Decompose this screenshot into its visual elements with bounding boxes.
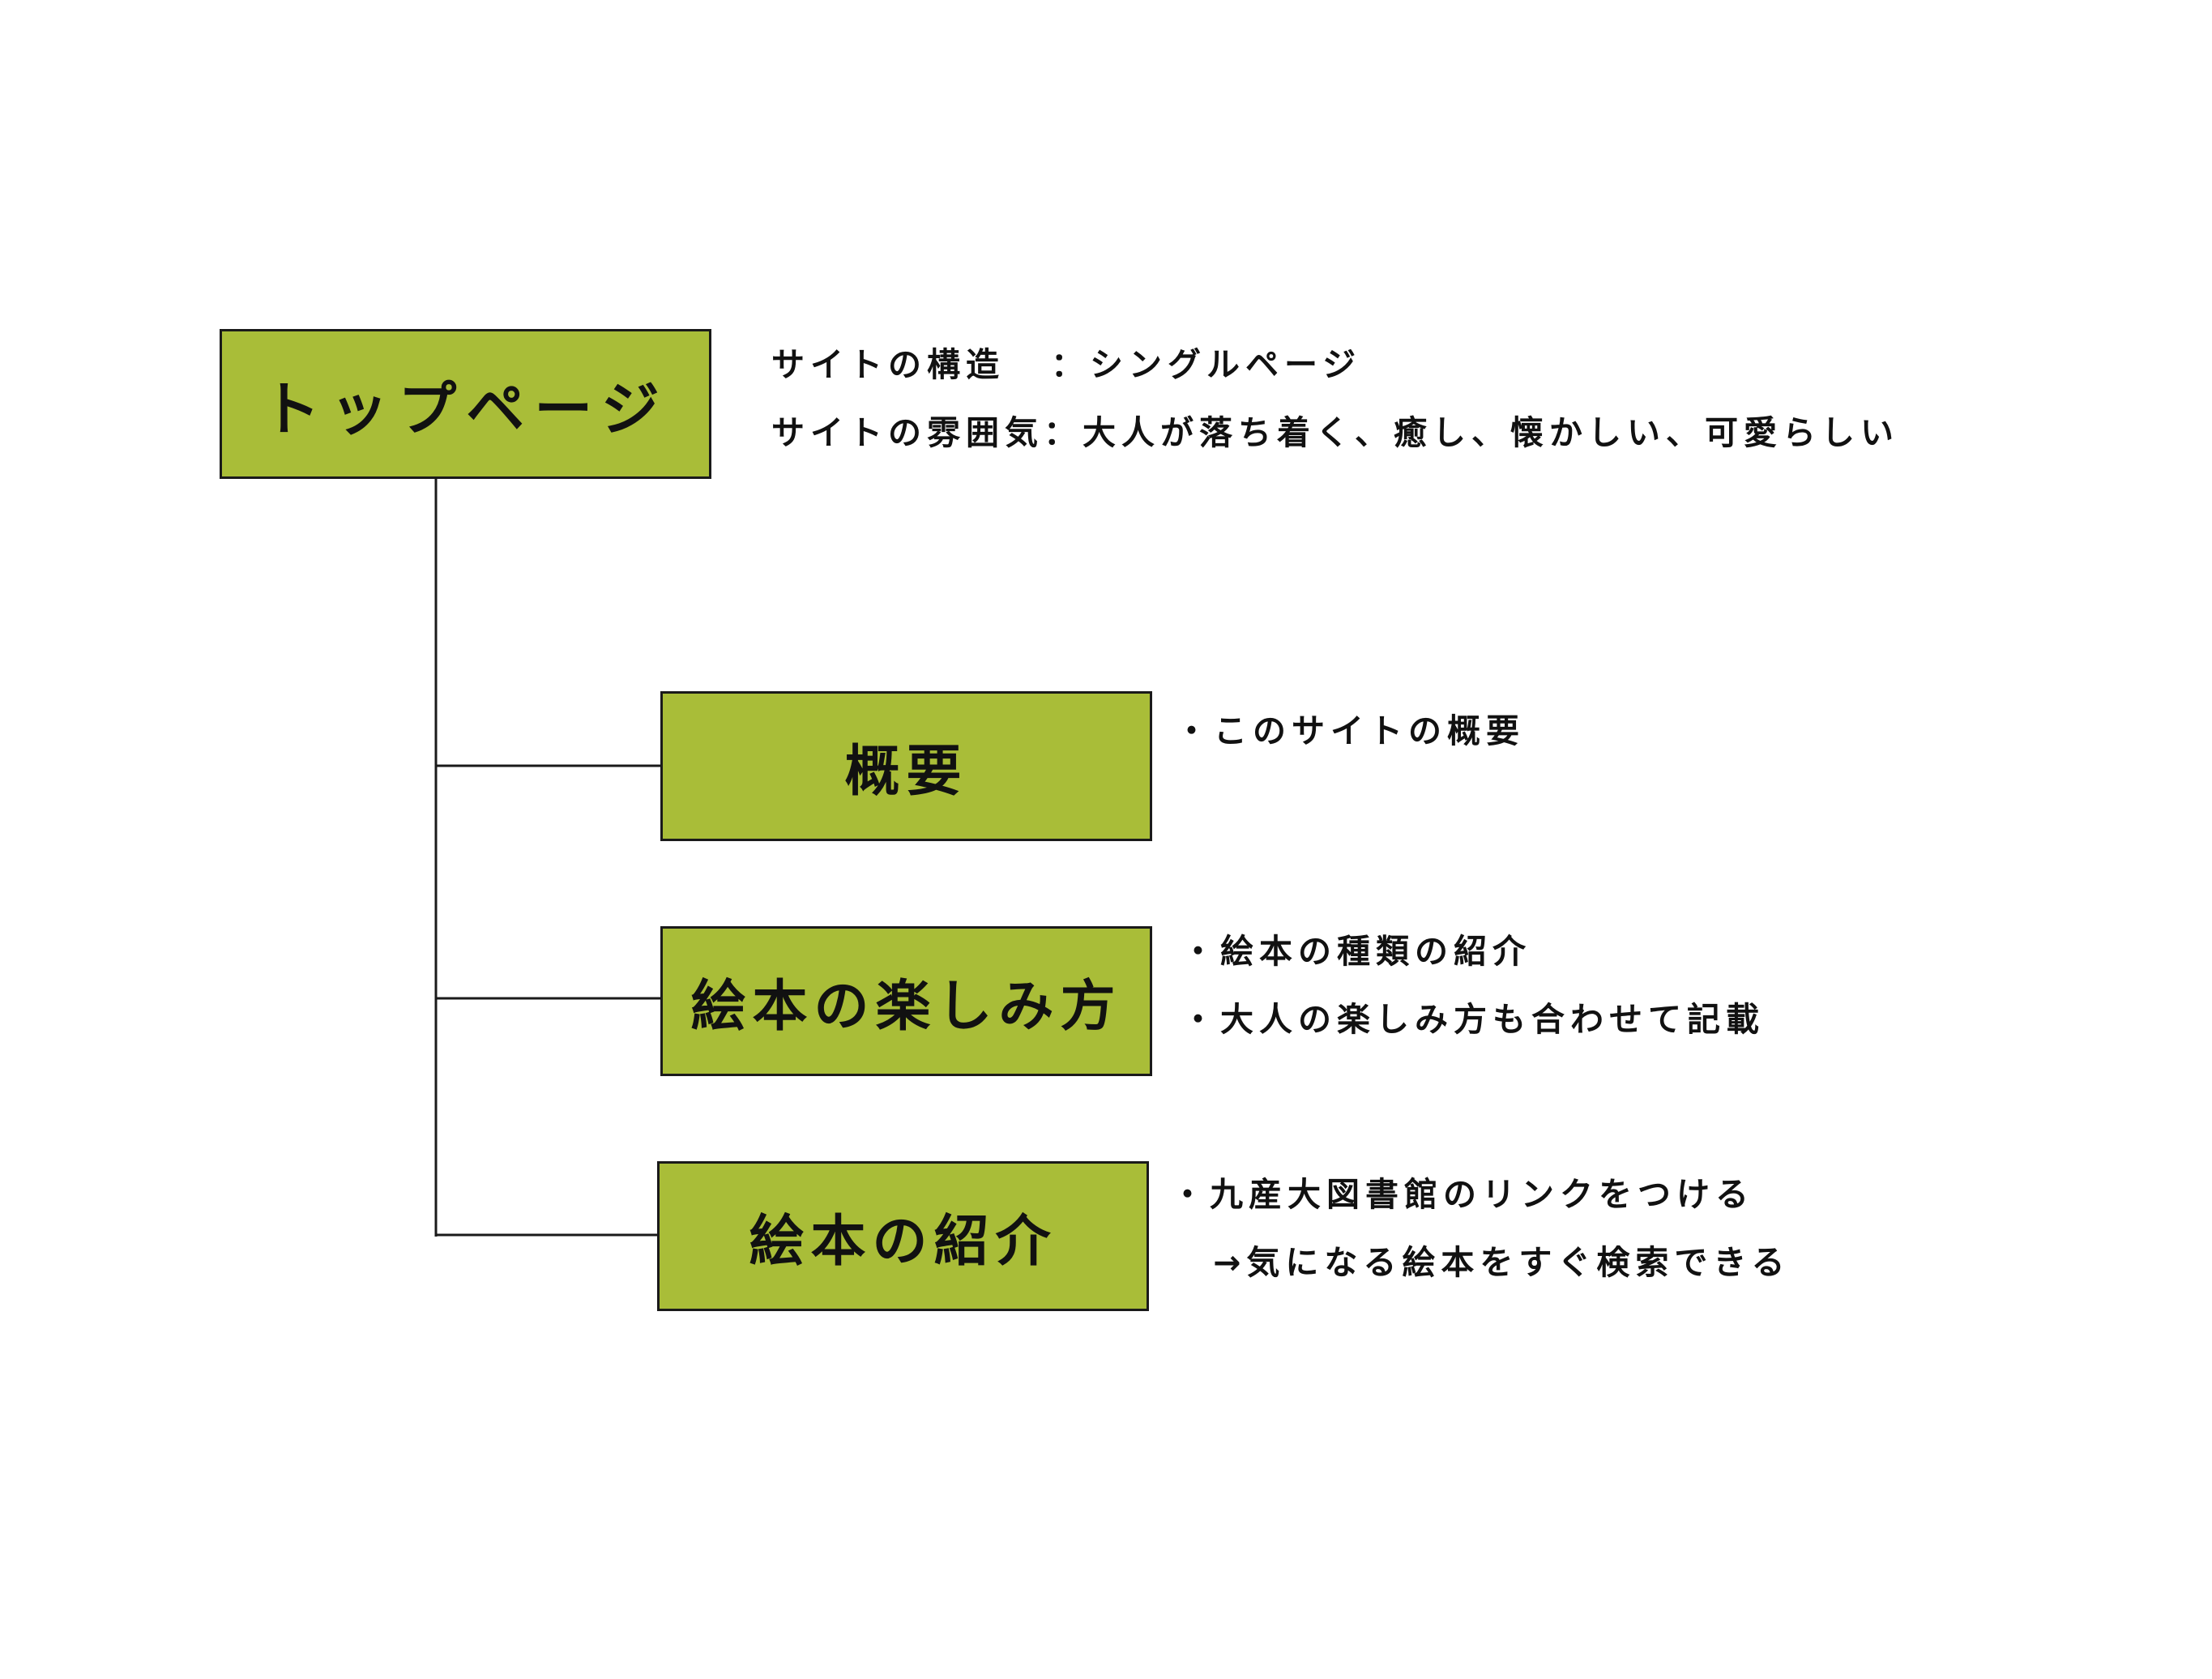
overview-notes: ・このサイトの概要	[1175, 697, 1525, 765]
top-page-box: トップページ	[220, 329, 711, 479]
how-to-enjoy-note-2: ・大人の楽しみ方も合わせて記載	[1181, 1000, 1765, 1039]
site-structure-value: ：シングルページ	[1051, 345, 1362, 384]
how-to-enjoy-notes: ・絵本の種類の紹介 ・大人の楽しみ方も合わせて記載	[1181, 917, 1765, 1053]
book-intro-label: 絵本の紹介	[749, 1210, 1057, 1274]
site-atmosphere-label: サイトの雰囲気	[771, 413, 1044, 452]
site-structure-row: サイトの構造 ：シングルページ	[771, 331, 1899, 399]
how-to-enjoy-label: 絵本の楽しみ方	[690, 975, 1122, 1039]
book-intro-notes: ・九産大図書館のリンクをつける →気になる絵本をすぐ検索できる	[1171, 1160, 1791, 1297]
book-intro-note-1: ・九産大図書館のリンクをつける	[1171, 1175, 1754, 1214]
site-structure-label: サイトの構造	[771, 345, 1005, 384]
book-intro-box: 絵本の紹介	[657, 1161, 1149, 1311]
site-atmosphere-row: サイトの雰囲気：大人が落ち着く、癒し、懐かしい、可愛らしい	[771, 399, 1899, 467]
how-to-enjoy-note-1: ・絵本の種類の紹介	[1181, 932, 1531, 971]
top-page-notes: サイトの構造 ：シングルページ サイトの雰囲気：大人が落ち着く、癒し、懐かしい、可…	[771, 331, 1899, 467]
overview-label: 概要	[844, 740, 968, 804]
top-page-label: トップページ	[262, 375, 669, 443]
overview-note-1: ・このサイトの概要	[1175, 711, 1525, 750]
how-to-enjoy-box: 絵本の楽しみ方	[660, 926, 1152, 1076]
overview-box: 概要	[660, 691, 1152, 841]
book-intro-note-2: →気になる絵本をすぐ検索できる	[1213, 1243, 1791, 1282]
site-atmosphere-value: ：大人が落ち着く、癒し、懐かしい、可愛らしい	[1044, 413, 1899, 452]
